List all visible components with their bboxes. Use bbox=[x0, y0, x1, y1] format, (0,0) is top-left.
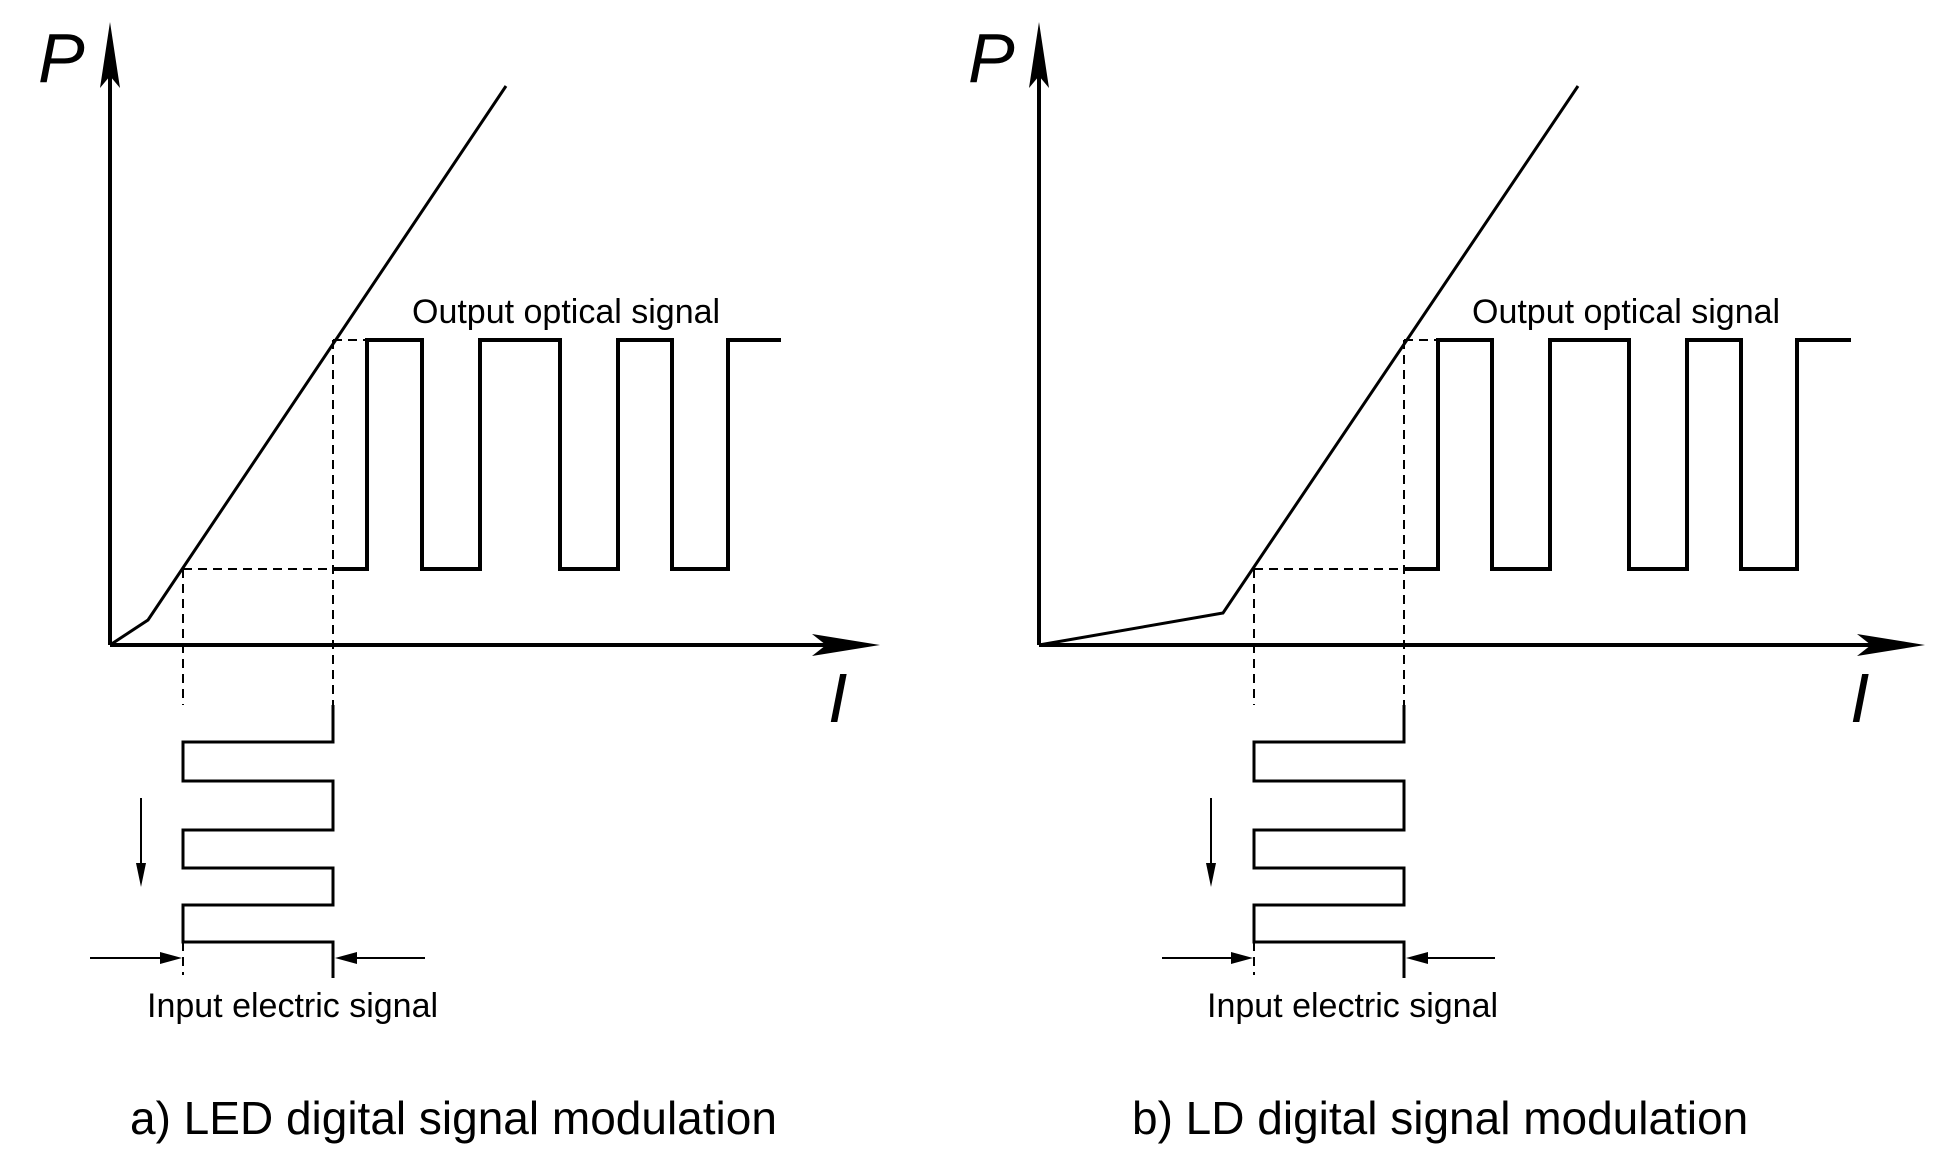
input-electric-waveform bbox=[1252, 705, 1406, 978]
x-axis-label: I bbox=[828, 659, 847, 737]
output-optical-label: Output optical signal bbox=[1472, 293, 1780, 331]
time-arrow-head bbox=[136, 863, 146, 887]
panel-ld: P I Output optical signal Input electric… bbox=[968, 19, 1925, 1144]
y-axis-arrowhead bbox=[1029, 22, 1049, 88]
pi-characteristic-curve bbox=[1038, 85, 1580, 647]
pi-characteristic-curve bbox=[109, 85, 508, 647]
y-axis-arrowhead bbox=[100, 22, 120, 88]
x-axis-arrowhead bbox=[812, 634, 880, 656]
input-electric-waveform bbox=[181, 705, 335, 978]
time-arrow-head bbox=[1206, 863, 1216, 887]
width-arrow-left-head bbox=[160, 952, 182, 964]
input-electric-label: Input electric signal bbox=[1207, 987, 1498, 1025]
output-optical-label: Output optical signal bbox=[412, 293, 720, 331]
x-axis-arrowhead bbox=[1857, 634, 1925, 656]
panel-led: P I Output optical signal Input electric… bbox=[38, 19, 880, 1144]
width-arrow-right-head bbox=[1406, 952, 1428, 964]
x-axis-label: I bbox=[1850, 659, 1869, 737]
input-electric-label: Input electric signal bbox=[147, 987, 438, 1025]
y-axis-label: P bbox=[38, 19, 85, 97]
output-optical-waveform bbox=[1404, 338, 1851, 571]
panel-caption: a) LED digital signal modulation bbox=[130, 1092, 777, 1144]
width-arrow-right-head bbox=[335, 952, 357, 964]
width-arrow-left-head bbox=[1231, 952, 1253, 964]
y-axis-label: P bbox=[968, 19, 1015, 97]
panel-caption: b) LD digital signal modulation bbox=[1132, 1092, 1748, 1144]
output-optical-waveform bbox=[333, 338, 781, 571]
